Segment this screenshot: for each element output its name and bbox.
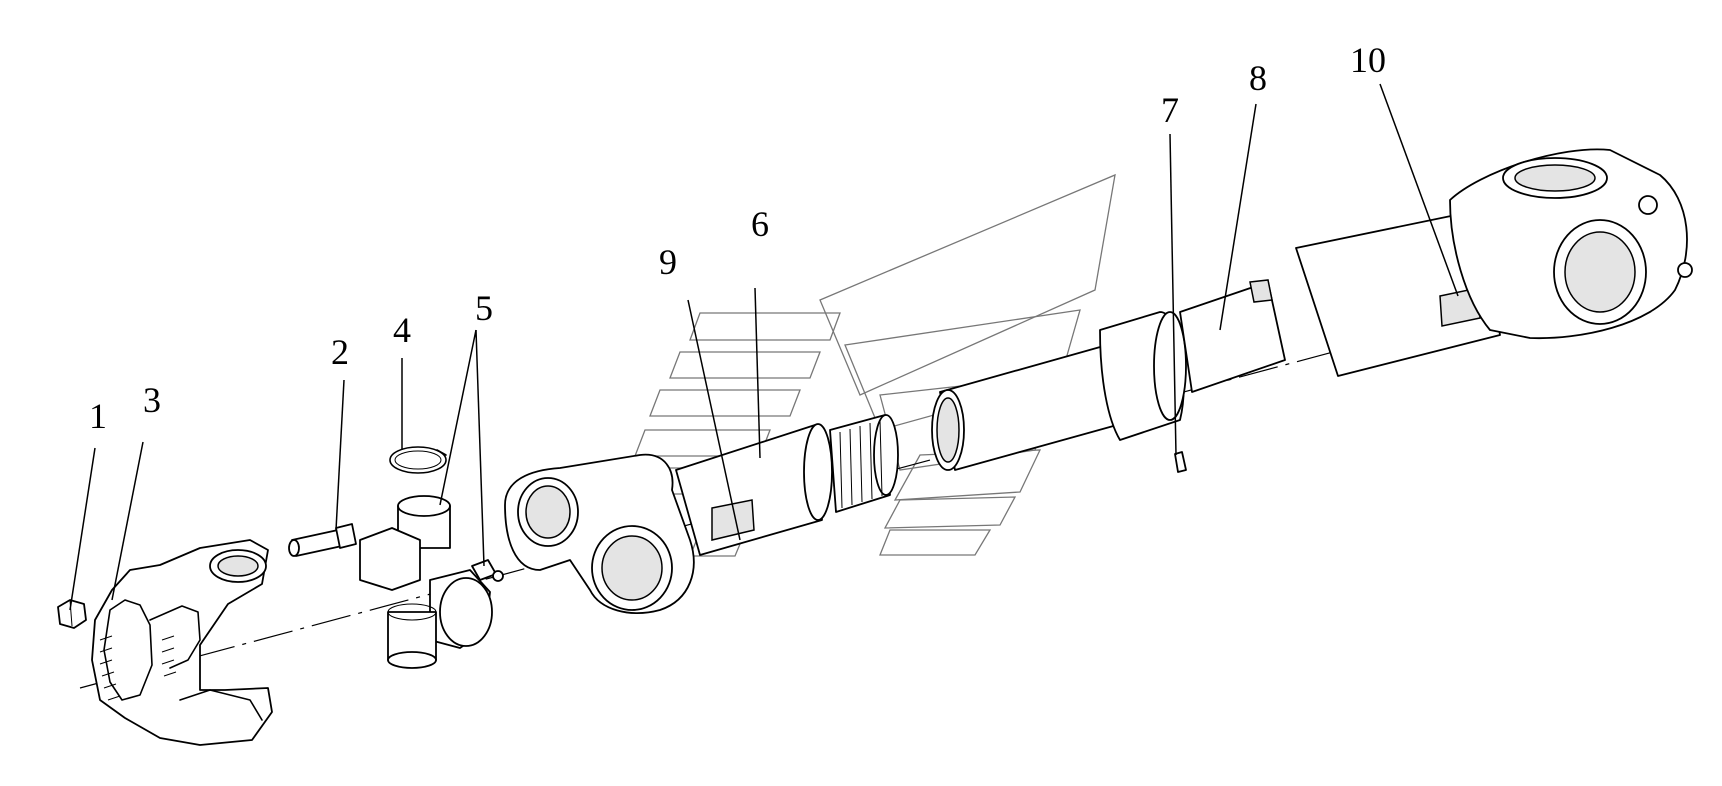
callout-5: 5 [475, 288, 493, 328]
grease-fitting-part [471, 559, 504, 582]
callout-2: 2 [331, 332, 349, 372]
callout-7: 7 [1161, 90, 1179, 130]
flange-yoke-part [91, 539, 273, 746]
nut-part [57, 599, 87, 629]
snap-ring-part [389, 446, 447, 474]
leader-lines [69, 83, 1459, 611]
slip-yoke-part [504, 453, 695, 614]
callout-labels: 1 2 3 4 5 6 7 8 9 10 [89, 40, 1386, 436]
cross-spider-part [359, 495, 493, 669]
callout-10: 10 [1350, 40, 1386, 80]
callout-4: 4 [393, 310, 411, 350]
callout-1: 1 [89, 396, 107, 436]
callout-6: 6 [751, 204, 769, 244]
callout-3: 3 [143, 380, 161, 420]
callout-9: 9 [659, 242, 677, 282]
main-tube-part [1295, 209, 1501, 377]
boot-seal-part [1099, 279, 1286, 473]
end-yoke-part [1449, 148, 1693, 340]
slip-tube-part [675, 423, 833, 556]
callout-8: 8 [1249, 58, 1267, 98]
bolt-part [288, 523, 357, 557]
sleeve-bushing-part [931, 339, 1136, 471]
splined-shaft-part [829, 414, 899, 513]
